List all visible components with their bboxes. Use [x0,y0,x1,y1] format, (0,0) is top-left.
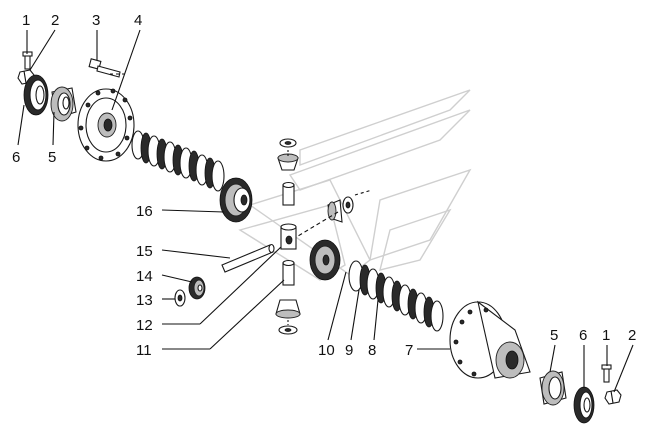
label-10: 10 [318,342,335,359]
leader-lines [17,29,634,393]
thrust-washer-bottom [278,325,298,335]
label-15: 15 [136,243,153,260]
pinion-gear-14 [188,276,206,300]
nut-2-right [604,389,622,405]
label-1-top: 1 [22,12,30,29]
thrust-washer-right [342,196,354,214]
washer-13 [174,289,186,307]
label-2-top: 2 [51,12,59,29]
label-16: 16 [136,203,153,220]
long-shaft-15 [221,243,275,273]
label-3: 3 [92,12,100,29]
label-5-right: 5 [550,327,558,344]
label-13: 13 [136,292,153,309]
pin-bottom [282,259,295,286]
label-11: 11 [136,342,152,359]
lower-disc-stack [348,260,444,332]
bolt-1-left [22,51,33,70]
label-7: 7 [405,342,413,359]
seal-ring-6-left [23,74,49,116]
pinion-gear-bottom [275,299,301,319]
bolt-3 [88,58,121,78]
pinion-gear-top [277,153,299,171]
bearing-5-right [539,370,567,406]
label-9: 9 [345,342,353,359]
cross-shaft-center [280,223,297,250]
label-12: 12 [136,317,153,334]
upper-disc-stack [131,130,225,192]
side-gear-16 [219,177,253,223]
bolt-1-right [601,364,612,383]
watermark-logo [238,89,472,281]
bearing-5-left [50,86,77,122]
differential-housing-7 [449,300,531,379]
pinion-gear-right [327,199,343,223]
label-1-right: 1 [602,327,610,344]
label-6-right: 6 [579,327,587,344]
side-gear-lower [309,239,341,281]
callout-labels: 1 2 3 4 6 5 16 15 14 13 12 11 10 9 8 7 5… [12,12,636,359]
label-2-right: 2 [628,327,636,344]
carrier-bolt-holes [78,88,133,161]
pin-top [282,181,295,206]
label-5-left: 5 [48,149,56,166]
label-14: 14 [136,268,153,285]
label-6-left: 6 [12,149,20,166]
label-8: 8 [368,342,376,359]
label-4: 4 [134,12,142,29]
seal-ring-6-right [573,386,595,424]
carrier-cover-4 [77,88,135,162]
thrust-washer-top [279,138,297,148]
